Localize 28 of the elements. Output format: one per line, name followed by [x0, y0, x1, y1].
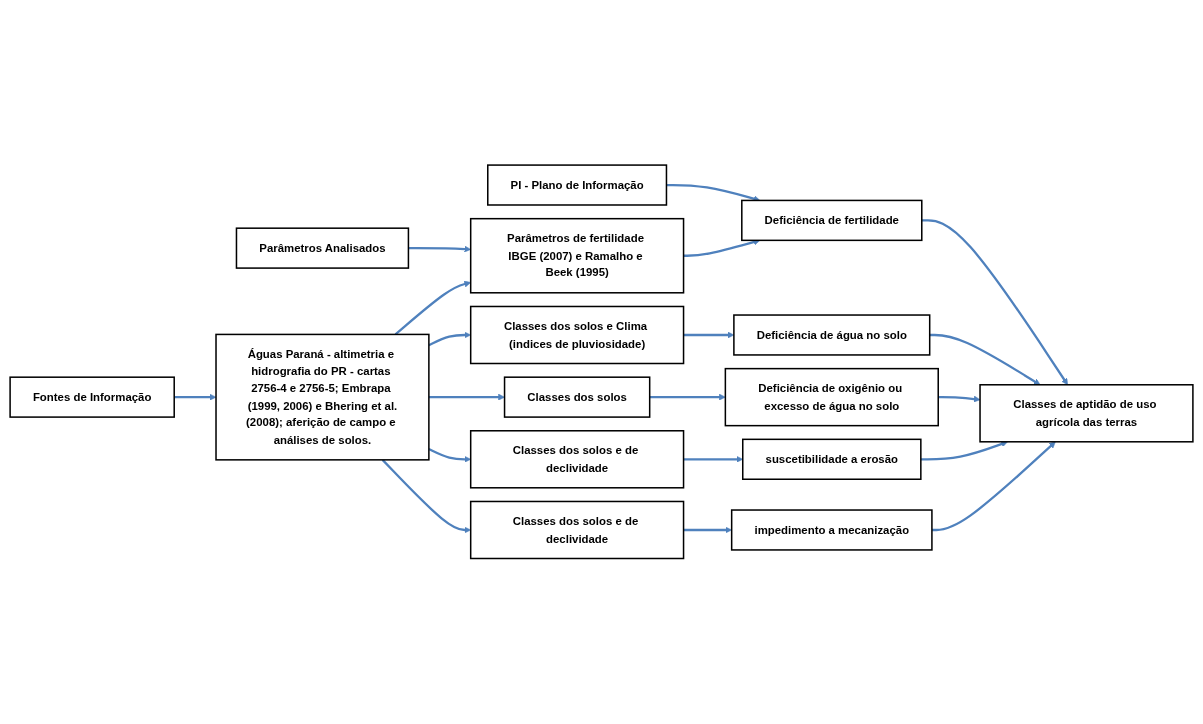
arrow: [921, 219, 1068, 386]
node-box: Águas Paraná - altimetria e hidrografia do PR - cartas 2756-4 e 2756-5; Embrapa (1999, 2006) e Bhering et al.(2008); aferição de campo e análises de solos.: [215, 333, 430, 461]
node-box: Classes dos solos e Clima (indices de pluviosidade): [469, 305, 685, 365]
arrow: [683, 526, 732, 534]
arrow: [381, 459, 471, 534]
node-box: Classes dos solos e de declividade: [469, 430, 685, 489]
node-box: Classes dos solos e de declividade: [469, 500, 685, 560]
arrow: [408, 245, 471, 253]
node-box: Classes dos solos: [503, 376, 651, 419]
node-box: Parâmetros Analisados: [235, 227, 410, 270]
node-box: Parâmetros de fertilidade IBGE (2007) e Ramalho e Beek (1995): [469, 218, 685, 294]
arrow: [428, 394, 505, 401]
node-box: impedimento a mecanização: [730, 509, 933, 551]
node-box: Classes de aptidão de uso agrícola das terras: [979, 384, 1194, 443]
node-box: suscetibilidade a erosão: [742, 438, 922, 481]
arrow: [174, 394, 217, 401]
arrow: [649, 394, 726, 401]
node-box: Deficiência de água no solo: [733, 314, 931, 356]
arrow: [428, 448, 471, 463]
node-box: PI - Plano de Informação: [487, 164, 668, 206]
node-box: Fontes de Informação: [9, 376, 175, 419]
node-box: Deficiência de fertilidade: [741, 199, 923, 242]
arrow: [938, 395, 981, 403]
node-box: Deficiência de oxigênio ou excesso de água no solo: [724, 368, 939, 427]
arrow: [929, 334, 1041, 386]
arrow: [428, 331, 471, 347]
arrow: [931, 441, 1056, 532]
arrow: [394, 280, 471, 336]
